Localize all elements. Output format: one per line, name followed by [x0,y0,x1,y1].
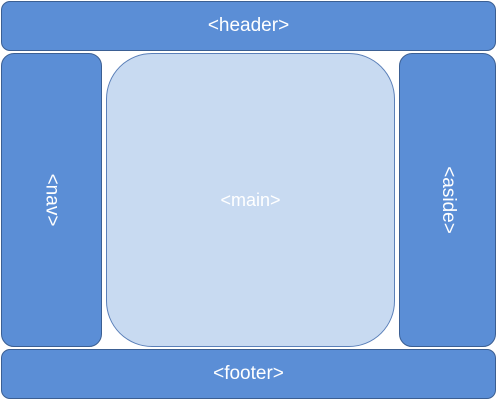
aside-label: <aside> [437,166,459,234]
header-label: <header> [207,15,290,36]
footer-region: <footer> [1,349,496,399]
nav-label: <nav> [41,173,63,227]
aside-region: <aside> [399,53,496,347]
footer-label: <footer> [213,363,284,384]
main-label: <main> [220,189,281,210]
main-region: <main> [106,53,395,347]
header-region: <header> [1,1,496,51]
nav-region: <nav> [1,53,102,347]
